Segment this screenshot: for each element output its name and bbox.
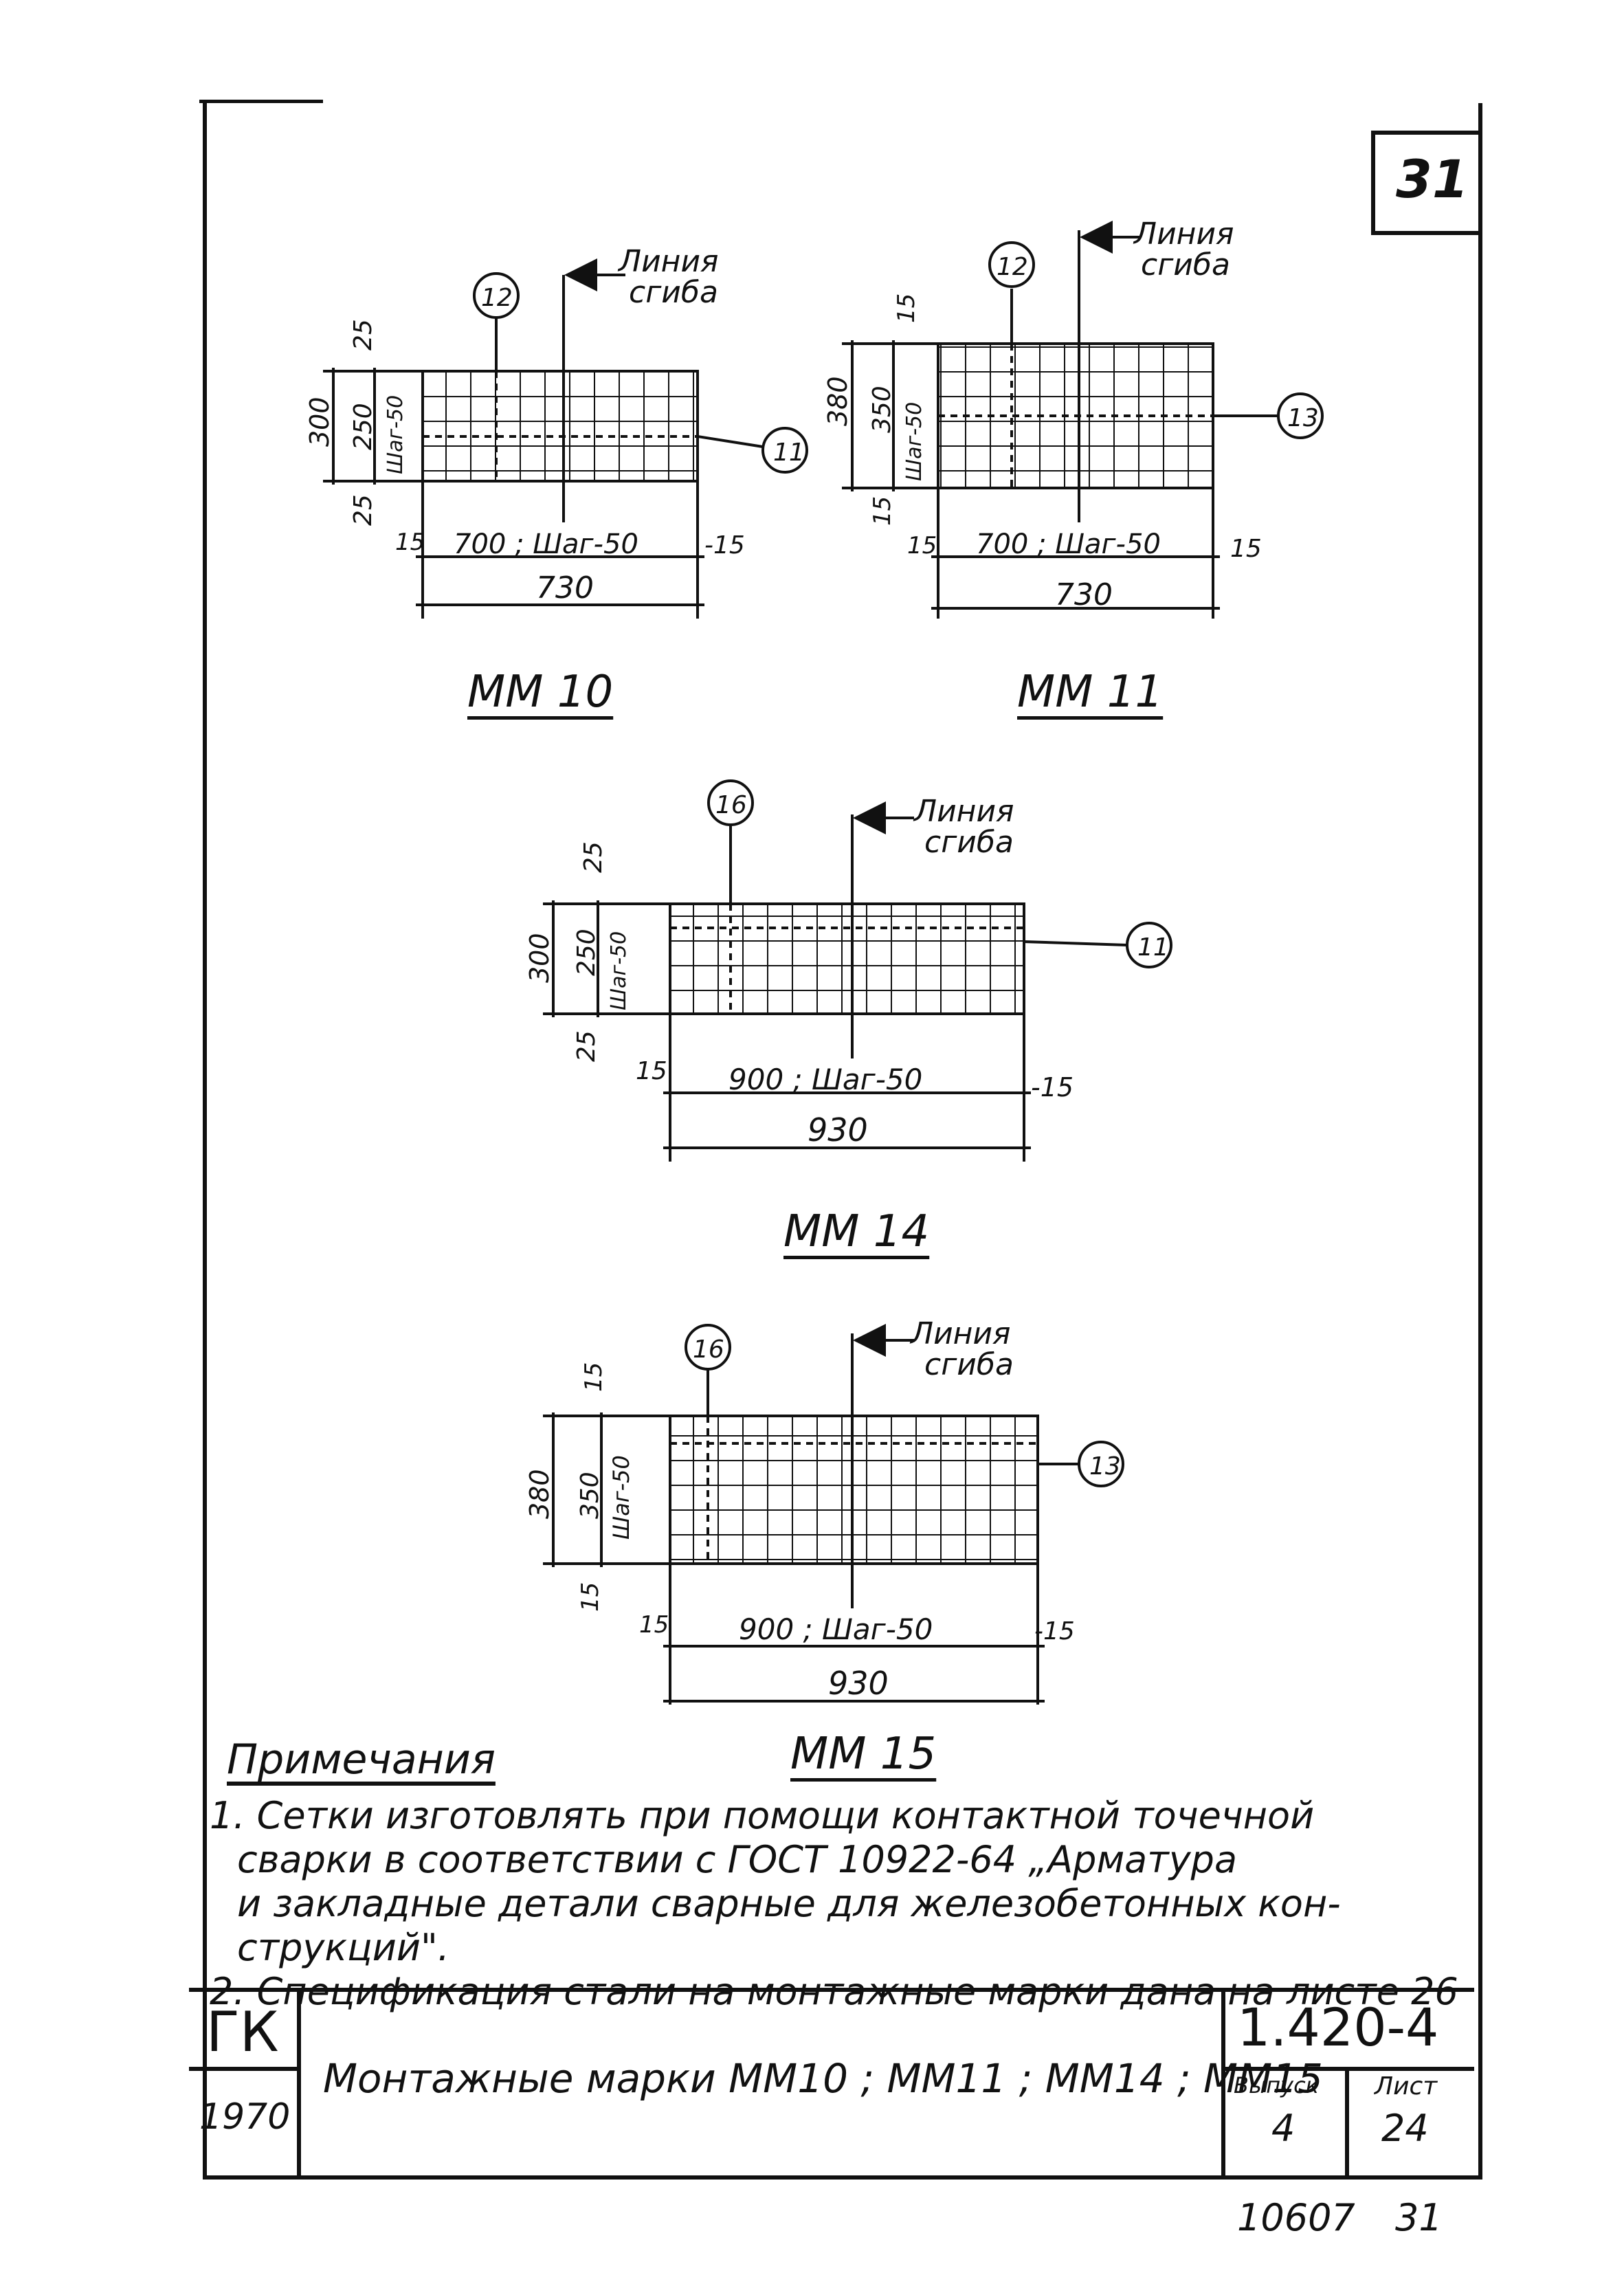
mm10-bend-label-1: Линия	[617, 244, 719, 279]
mm14-dim-span: 900 ; Шаг-50	[728, 1063, 922, 1096]
mm11-dim-top: 15	[893, 293, 920, 323]
mm14-mark-16: 16	[715, 791, 747, 819]
mm15-dim-middle: 350	[576, 1472, 604, 1519]
notes-heading: Примечания	[227, 1736, 496, 1784]
mm14-dim-bottom: 25	[572, 1030, 601, 1062]
panel-mm11	[842, 221, 1324, 619]
mm11-mark-13: 13	[1287, 404, 1319, 432]
panel-mm10	[323, 258, 808, 619]
mm15-dim-bottom: 15	[577, 1582, 604, 1612]
mm11-dim-span: 700 ; Шаг-50	[976, 529, 1161, 560]
frame-top-line-left	[199, 100, 323, 103]
mm11-mark-12: 12	[997, 253, 1028, 281]
mm10-dim-step: Шаг-50	[383, 395, 408, 474]
issue-label: Выпуск	[1234, 2072, 1319, 2098]
mm11-dim-total-height: 380	[823, 376, 853, 426]
mm15-dim-top: 15	[580, 1362, 608, 1392]
sheet-value: 24	[1381, 2107, 1429, 2150]
mm11-dim-total-width: 730	[1055, 577, 1113, 612]
mm10-dim-total-height: 300	[304, 397, 335, 447]
panel-title-mm10: MM 10	[467, 667, 614, 718]
panel-mm15	[543, 1324, 1124, 1705]
mm15-mark-16: 16	[693, 1335, 724, 1364]
notes-block: 1. Сетки изготовлять при помощи контактн…	[210, 1794, 1467, 2014]
mm14-dim-middle: 250	[572, 929, 601, 976]
mm10-mark-12: 12	[481, 284, 513, 312]
sheet-label: Лист	[1375, 2072, 1438, 2100]
mm14-bend-label-2: сгиба	[924, 825, 1014, 860]
mm10-dim-top: 25	[349, 319, 377, 351]
inventory-number: 10607	[1237, 2196, 1355, 2239]
panel-title-mm14: MM 14	[783, 1206, 930, 1257]
footer-page: 31	[1395, 2196, 1443, 2239]
mm14-dim-left: 15	[636, 1057, 667, 1085]
mm14-dim-total-height: 300	[524, 933, 555, 983]
drawing-title: Монтажные марки ММ10 ; ММ11 ; ММ14 ; ММ1…	[323, 2055, 1323, 2102]
mm11-bend-label-1: Линия	[1133, 217, 1234, 252]
mm11-bend-label-2: сгиба	[1141, 247, 1230, 282]
mm10-dim-middle: 250	[349, 403, 377, 450]
year: 1970	[199, 2096, 291, 2138]
mm14-bend-label-1: Линия	[913, 794, 1014, 829]
mm11-dim-step: Шаг-50	[902, 402, 926, 481]
note-line-3: и закладные детали сварные для железобет…	[237, 1882, 1341, 1925]
mm15-dim-right: -15	[1034, 1617, 1075, 1645]
drawing-frame	[203, 103, 1482, 2180]
mm14-dim-right: -15	[1031, 1072, 1074, 1102]
mm10-dim-bottom: 25	[349, 494, 377, 526]
mm15-mark-13: 13	[1089, 1452, 1121, 1481]
mm11-dim-middle: 350	[868, 386, 896, 433]
mm11-dim-right: 15	[1230, 535, 1262, 563]
mm11-dim-bottom: 15	[869, 496, 896, 526]
mm10-dim-span: 700 ; Шаг-50	[454, 529, 638, 560]
note-line-5: 2. Спецификация стали на монтажные марки…	[210, 1970, 1458, 2013]
mm10-dim-right: -15	[704, 531, 745, 559]
mm15-bend-label-1: Линия	[909, 1316, 1011, 1351]
note-line-2: сварки в соответствии с ГОСТ 10922-64 „А…	[237, 1838, 1238, 1881]
mm15-dim-total-height: 380	[524, 1469, 555, 1519]
mm10-dim-total-width: 730	[536, 570, 594, 606]
mm15-bend-label-2: сгиба	[924, 1347, 1014, 1382]
page-number-box: 31	[1371, 131, 1482, 235]
panel-title-mm15: MM 15	[790, 1729, 937, 1779]
org-mark: ГК	[206, 2000, 279, 2064]
panel-mm14	[543, 779, 1172, 1162]
mm10-bend-label-2: сгиба	[629, 275, 718, 310]
drawing-code: 1.420-4	[1237, 1997, 1439, 2058]
issue-value: 4	[1271, 2107, 1295, 2150]
note-line-1: 1. Сетки изготовлять при помощи контактн…	[210, 1794, 1315, 1837]
panel-title-mm11: MM 11	[1017, 667, 1164, 718]
mm14-dim-total-width: 930	[808, 1111, 868, 1149]
mm14-dim-step: Шаг-50	[607, 931, 631, 1010]
mm10-dim-left: 15	[395, 529, 425, 556]
mm14-mark-11: 11	[1137, 933, 1169, 962]
mm10-mark-11: 11	[773, 439, 805, 467]
note-line-4: струкций".	[237, 1926, 449, 1969]
page-number: 31	[1396, 148, 1469, 210]
mm15-dim-total-width: 930	[828, 1665, 889, 1702]
title-block-lines	[189, 1988, 1474, 2175]
mm15-dim-span: 900 ; Шаг-50	[739, 1612, 933, 1646]
mm11-dim-left: 15	[907, 532, 937, 559]
mm14-dim-top: 25	[579, 841, 608, 873]
mm15-dim-step: Шаг-50	[608, 1455, 634, 1540]
mm15-dim-left: 15	[639, 1611, 669, 1639]
